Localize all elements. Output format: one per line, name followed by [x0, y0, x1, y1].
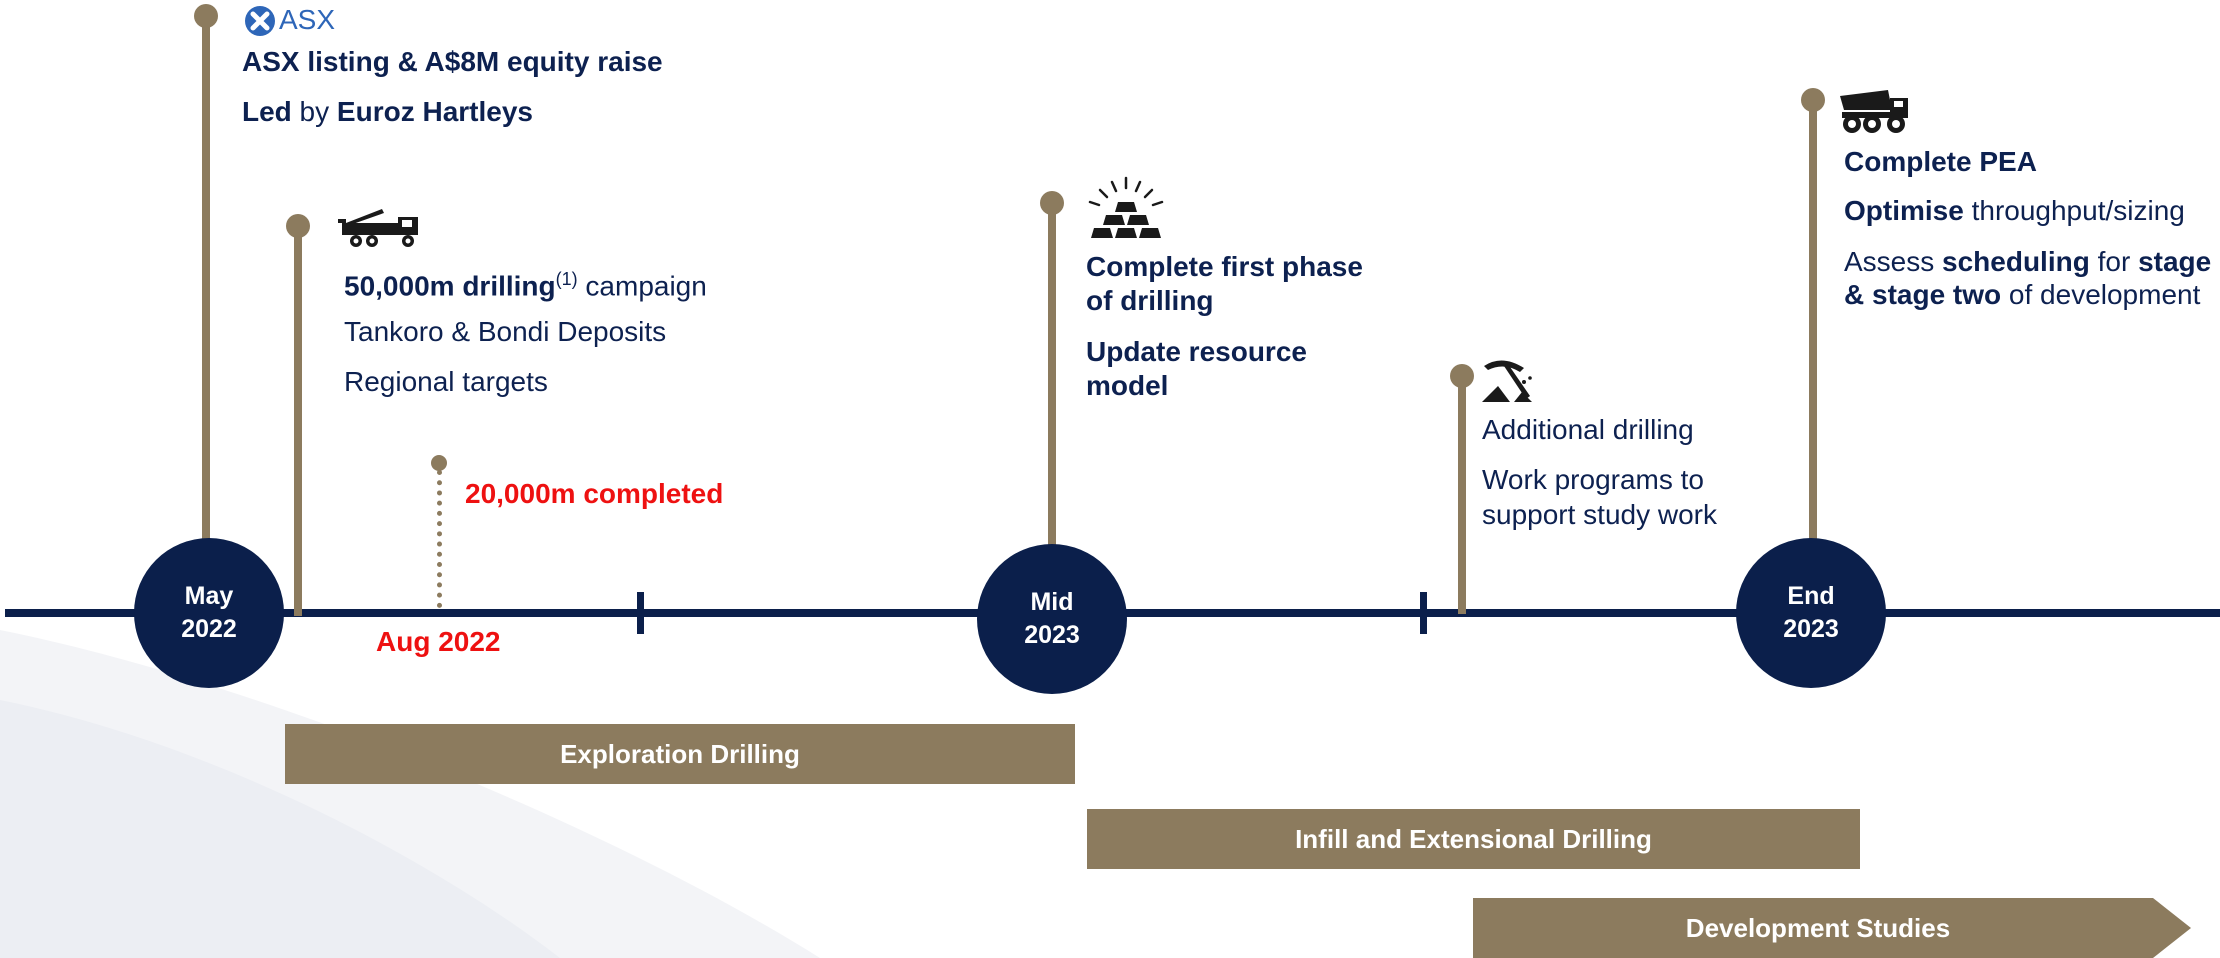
progress-dotted-line	[437, 470, 442, 608]
asx-logo-icon	[244, 5, 276, 37]
milestone-mid-2023: Mid 2023	[977, 544, 1127, 694]
asx-event-marker	[194, 4, 218, 28]
led-label: Led	[242, 96, 292, 127]
phase-development-studies: Development Studies	[1473, 898, 2193, 958]
additional-event-stem	[1458, 376, 1466, 614]
milestone-end-2023: End 2023	[1736, 538, 1886, 688]
milestone-month: May	[184, 582, 234, 610]
lead-manager: Euroz Hartleys	[336, 96, 533, 127]
phase-infill-extensional-drilling: Infill and Extensional Drilling	[1087, 809, 1860, 869]
drilling-regional-targets: Regional targets	[344, 366, 548, 397]
additional-drilling-label: Additional drilling	[1482, 414, 1694, 445]
by-label: by	[291, 96, 337, 127]
drilling-campaign-title: 50,000m drilling(1) campaign	[344, 262, 707, 303]
progress-date-label: Aug 2022	[376, 626, 501, 657]
mid-event-line: Complete first phase	[1086, 251, 1363, 282]
optimise-label: Optimise	[1844, 195, 1964, 226]
milestone-month: Mid	[1030, 588, 1074, 616]
timeline-tick	[637, 592, 644, 634]
drilling-campaign-stem	[294, 226, 302, 616]
optimise-text: Optimise throughput/sizing	[1844, 193, 2185, 228]
mid-event-line: Update resource	[1086, 336, 1307, 367]
milestone-year: 2023	[1783, 615, 1839, 643]
work-programs-line: Work programs to	[1482, 464, 1704, 495]
development-studies-arrow	[1473, 898, 2191, 958]
additional-event-marker	[1450, 364, 1474, 388]
stage-one-label: stage o	[2138, 246, 2220, 277]
asx-logo-text: ASX	[279, 4, 336, 35]
assess-line-1: Assess scheduling for stage o	[1844, 245, 2220, 278]
assess-label: Assess	[1844, 246, 1943, 277]
mid-event-line: of drilling	[1086, 285, 1214, 316]
progress-completed-label: 20,000m completed	[465, 478, 724, 509]
mid-event-marker	[1040, 191, 1064, 215]
timeline-tick	[1420, 592, 1427, 634]
drilling-deposits: Tankoro & Bondi Deposits	[344, 316, 667, 347]
asx-led-by: Led by Euroz Hartleys	[242, 94, 533, 129]
end-event-marker	[1801, 88, 1825, 112]
work-programs-line: support study work	[1482, 499, 1717, 530]
drill-rig-truck-icon	[338, 207, 424, 253]
mid-event-text-1: Complete first phase of drilling	[1086, 250, 1363, 318]
gold-bars-icon	[1084, 176, 1168, 242]
asx-headline: ASX listing & A$8M equity raise	[242, 46, 663, 77]
milestone-year: 2023	[1024, 621, 1080, 649]
assess-text: Assess scheduling for stage o & stage tw…	[1844, 245, 2220, 311]
throughput-label: throughput/sizing	[1963, 195, 2185, 226]
drilling-amount: 50,000m drilling	[344, 270, 556, 302]
phase-exploration-drilling: Exploration Drilling	[285, 724, 1075, 784]
pickaxe-icon	[1480, 356, 1536, 404]
campaign-label: campaign	[577, 270, 707, 302]
mid-event-line: model	[1086, 370, 1169, 401]
scheduling-label: scheduling	[1942, 246, 2090, 277]
drilling-campaign-marker	[286, 214, 310, 238]
footnote-marker: (1)	[555, 269, 578, 289]
haul-truck-icon	[1838, 86, 1910, 136]
complete-pea-label: Complete PEA	[1844, 146, 2037, 177]
progress-marker	[431, 455, 447, 471]
work-programs-text: Work programs to support study work	[1482, 462, 1717, 532]
assess-line-2: & stage two of development	[1844, 278, 2220, 311]
stage-two-label: & stage two	[1844, 279, 2002, 310]
milestone-year: 2022	[181, 615, 237, 643]
end-event-stem	[1809, 100, 1817, 542]
development-label: of development	[2001, 279, 2201, 310]
milestone-may-2022: May 2022	[134, 538, 284, 688]
asx-event-stem	[202, 16, 210, 546]
milestone-month: End	[1787, 582, 1835, 610]
mid-event-text-2: Update resource model	[1086, 335, 1307, 403]
development-studies-label: Development Studies	[1685, 912, 1951, 943]
for-label: for	[2089, 246, 2139, 277]
mid-event-stem	[1048, 203, 1056, 548]
